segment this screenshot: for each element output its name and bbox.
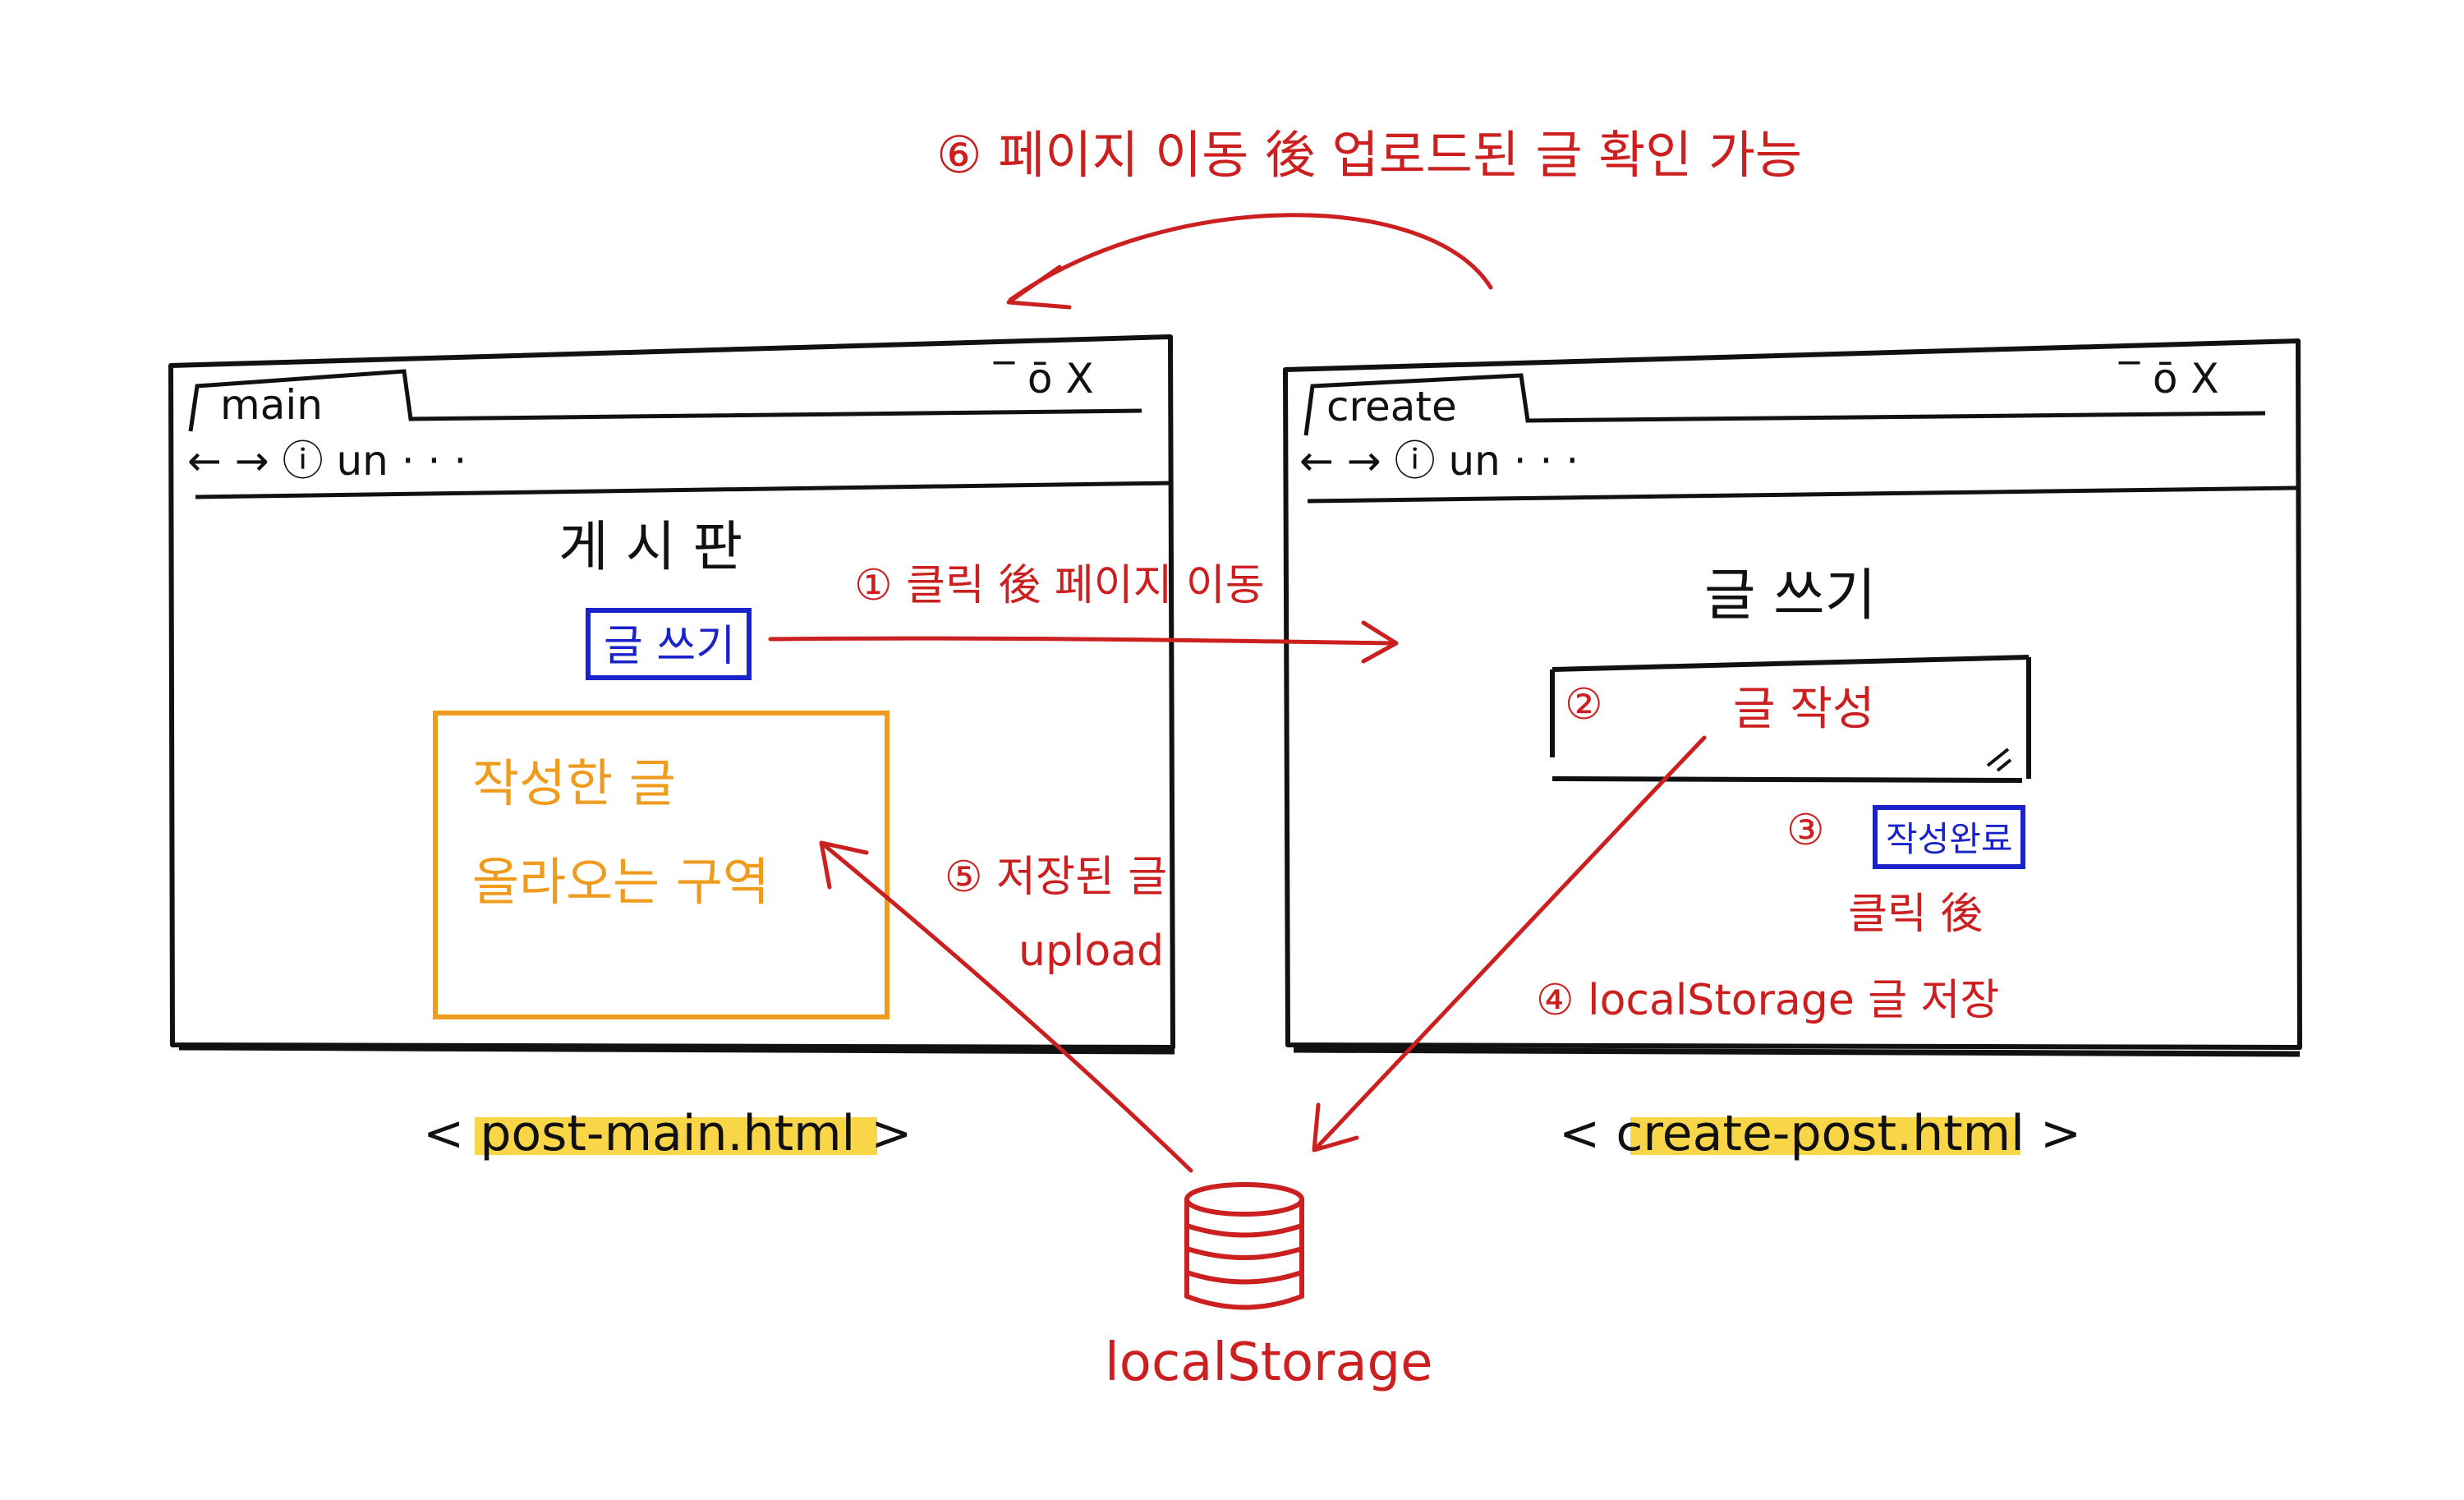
step5-arrow — [823, 844, 1193, 1173]
textarea-step-marker: ② — [1565, 680, 1603, 729]
step5-arrowhead — [819, 840, 869, 890]
step4-label: ④ localStorage 글 저장 — [1536, 976, 1999, 1025]
submit-post-button-label: 작성완료 — [1886, 819, 2013, 859]
posts-area-line1: 작성한 글 — [472, 753, 676, 813]
step6-note: ⑥ 페이지 이동 後 업로드된 글 확인 가능 — [936, 125, 1802, 185]
step1-arrow — [768, 636, 1395, 646]
textarea-placeholder: 글 작성 — [1733, 683, 1874, 736]
main-filename: < post-main.html > — [423, 1105, 913, 1162]
submit-post-button[interactable] — [1873, 805, 2025, 869]
submit-caption: 클릭 後 — [1848, 890, 1983, 939]
create-address-bar[interactable]: ← → ⓘ un · · · — [1299, 437, 1579, 485]
done-step-marker: ③ — [1786, 806, 1825, 855]
main-browser-window — [168, 334, 1175, 1055]
main-window-controls[interactable]: ‾ ō X — [993, 355, 1094, 403]
create-tab-label[interactable]: create — [1326, 383, 1457, 430]
create-window-controls[interactable]: ‾ ō X — [2118, 355, 2219, 403]
step6-arrow — [1008, 213, 1493, 302]
step6-arrowhead — [1006, 265, 1072, 310]
main-address-bar[interactable]: ← → ⓘ un · · · — [187, 437, 467, 485]
step5-label-line1: ⑤ 저장된 글 — [945, 853, 1167, 902]
step4-arrow — [1316, 735, 1707, 1148]
create-browser-window — [1283, 338, 2302, 1057]
step5-label-line2: upload — [1018, 927, 1164, 976]
board-title: 게 시 판 — [559, 515, 742, 578]
create-title: 글 쓰기 — [1704, 564, 1876, 628]
posts-display-area — [433, 711, 890, 1019]
database-icon — [1184, 1182, 1304, 1310]
step1-arrowhead — [1361, 620, 1399, 664]
main-tab-label[interactable]: main — [220, 381, 323, 429]
write-post-button[interactable] — [586, 608, 752, 680]
create-filename: < create-post.html > — [1559, 1105, 2081, 1162]
storage-label: localStorage — [1105, 1332, 1433, 1393]
posts-area-line2: 올라오는 구역 — [472, 852, 770, 912]
main-filename-highlight — [475, 1117, 877, 1155]
create-filename-highlight — [1630, 1117, 2020, 1155]
write-post-button-label: 글 쓰기 — [604, 622, 735, 671]
step1-label: ① 클릭 後 페이지 이동 — [854, 561, 1265, 610]
step4-arrowhead — [1312, 1102, 1359, 1153]
post-textarea[interactable] — [1550, 655, 2031, 783]
